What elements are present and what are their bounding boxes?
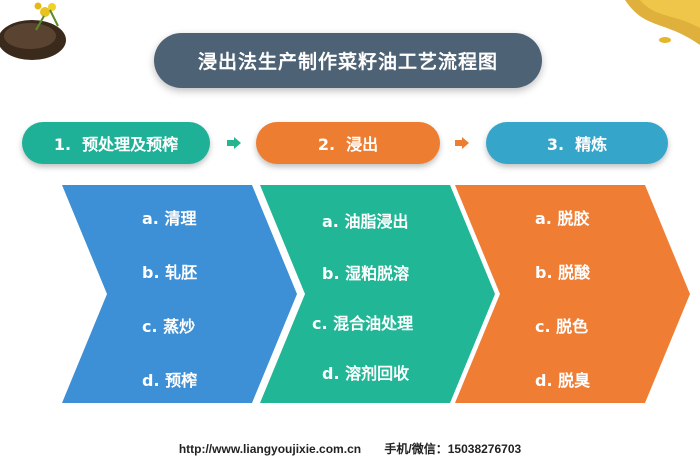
list-item: d. 溶剂回收 (322, 364, 410, 383)
footer: http://www.liangyoujixie.com.cn 手机/微信：15… (0, 440, 700, 457)
list-item: c. 蒸炒 (142, 317, 196, 336)
list-item: c. 混合油处理 (312, 314, 414, 333)
list-item: b. 脱酸 (535, 263, 591, 282)
step-2-label: 2. 浸出 (256, 122, 440, 164)
process-column-3: a. 脱胶 b. 脱酸 c. 脱色 d. 脱臭 (455, 185, 690, 403)
step-3-label: 3. 精炼 (486, 122, 668, 164)
rapeseed-image (0, 2, 66, 60)
page-title: 浸出法生产制作菜籽油工艺流程图 (154, 33, 542, 88)
list-item: d. 脱臭 (535, 371, 591, 390)
list-item: d. 预榨 (142, 371, 198, 390)
list-item: c. 脱色 (535, 317, 589, 336)
footer-contact: 手机/微信：15038276703 (384, 442, 522, 456)
list-item: a. 脱胶 (535, 209, 590, 228)
list-item: b. 轧胚 (142, 263, 198, 282)
process-column-2: a. 油脂浸出 b. 湿粕脱溶 c. 混合油处理 d. 溶剂回收 (260, 185, 495, 403)
process-column-1: a. 清理 b. 轧胚 c. 蒸炒 d. 预榨 (62, 185, 297, 403)
arrow-right-icon (227, 137, 241, 149)
step-1-label: 1. 预处理及预榨 (22, 122, 210, 164)
footer-url[interactable]: http://www.liangyoujixie.com.cn (178, 442, 362, 456)
arrow-right-icon (455, 137, 469, 149)
oil-splash-image (625, 0, 700, 45)
list-item: a. 油脂浸出 (322, 212, 409, 231)
list-item: b. 湿粕脱溶 (322, 264, 410, 283)
list-item: a. 清理 (142, 209, 197, 228)
chevron-shape (260, 185, 495, 403)
chevron-shape (455, 185, 690, 403)
chevron-shape (62, 185, 297, 403)
